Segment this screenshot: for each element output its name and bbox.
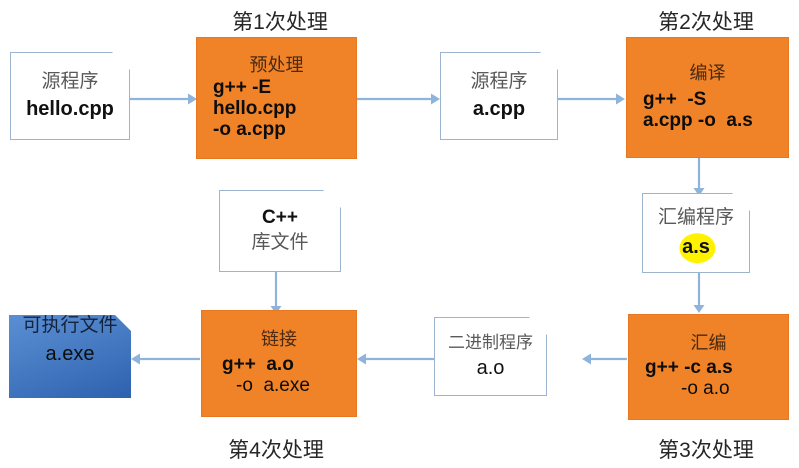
node-preprocess-cmd2: hello.cpp	[213, 97, 297, 119]
node-asm-program-line2-wrap: a.s	[642, 235, 750, 259]
node-binary-program-line1: 二进制程序	[448, 332, 533, 352]
node-compile-cmd1: g++ -S	[643, 88, 707, 110]
node-compile-head: 编译	[689, 62, 726, 83]
node-assemble: 汇编 g++ -c a.s -o a.o	[628, 314, 789, 420]
node-preprocess: 预处理 g++ -E hello.cpp -o a.cpp	[196, 37, 357, 159]
node-source-hello-line1: 源程序	[41, 71, 99, 93]
arrow-link-to-executable	[131, 352, 201, 366]
stage-label-4: 第4次处理	[228, 439, 324, 462]
document-shape	[219, 190, 341, 272]
arrow-compile-to-asmprogram	[692, 157, 706, 197]
node-link-cmd1: g++ a.o	[222, 354, 294, 376]
node-source-acpp: 源程序 a.cpp	[440, 52, 558, 140]
node-link-head: 链接	[261, 329, 297, 350]
document-shape	[434, 317, 547, 396]
node-source-hello-line2: hello.cpp	[26, 97, 114, 120]
stage-label-1: 第1次处理	[232, 11, 328, 34]
node-assemble-head: 汇编	[690, 333, 727, 354]
document-shape	[440, 52, 558, 140]
node-preprocess-cmd3: -o a.cpp	[213, 119, 286, 141]
stage-label-3: 第3次处理	[658, 439, 754, 462]
node-compile: 编译 g++ -S a.cpp -o a.s	[626, 37, 789, 158]
node-binary-program: 二进制程序 a.o	[434, 317, 547, 396]
node-asm-program: 汇编程序 a.s	[642, 193, 750, 273]
node-link-cmd2: -o a.exe	[236, 375, 310, 397]
node-asm-program-line1: 汇编程序	[657, 207, 734, 229]
node-source-acpp-line2: a.cpp	[472, 97, 526, 120]
node-compile-cmd2: a.cpp -o a.s	[643, 109, 753, 131]
executable-shape	[9, 315, 131, 398]
node-source-hello: 源程序 hello.cpp	[10, 52, 130, 140]
arrow-cpplib-to-link	[269, 271, 283, 315]
node-cpp-library-line1: C++	[262, 207, 298, 229]
node-assemble-cmd1: g++ -c a.s	[645, 357, 733, 379]
node-preprocess-head: 预处理	[249, 54, 304, 75]
node-executable-line2: a.exe	[45, 342, 95, 365]
node-binary-program-line2: a.o	[476, 357, 505, 380]
node-assemble-cmd2: -o a.o	[681, 378, 730, 400]
arrow-binary-to-link	[357, 352, 435, 366]
node-preprocess-cmd1: g++ -E	[213, 76, 272, 98]
arrow-assemble-to-binary	[582, 352, 628, 366]
node-source-acpp-line1: 源程序	[470, 71, 528, 93]
document-shape	[10, 52, 130, 140]
arrow-source-to-preprocess	[128, 92, 198, 106]
node-link: 链接 g++ a.o -o a.exe	[201, 310, 357, 417]
node-executable-line1: 可执行文件	[22, 315, 118, 336]
arrow-preprocess-to-sourceacpp	[357, 92, 441, 106]
arrow-sourceacpp-to-compile	[558, 92, 626, 106]
highlight-as: a.s	[682, 235, 710, 258]
arrow-asmprogram-to-assemble	[692, 272, 706, 314]
node-executable: 可执行文件 a.exe	[9, 315, 131, 398]
node-cpp-library: C++ 库文件	[219, 190, 341, 272]
stage-label-2: 第2次处理	[658, 11, 754, 34]
node-cpp-library-line2: 库文件	[251, 232, 309, 253]
